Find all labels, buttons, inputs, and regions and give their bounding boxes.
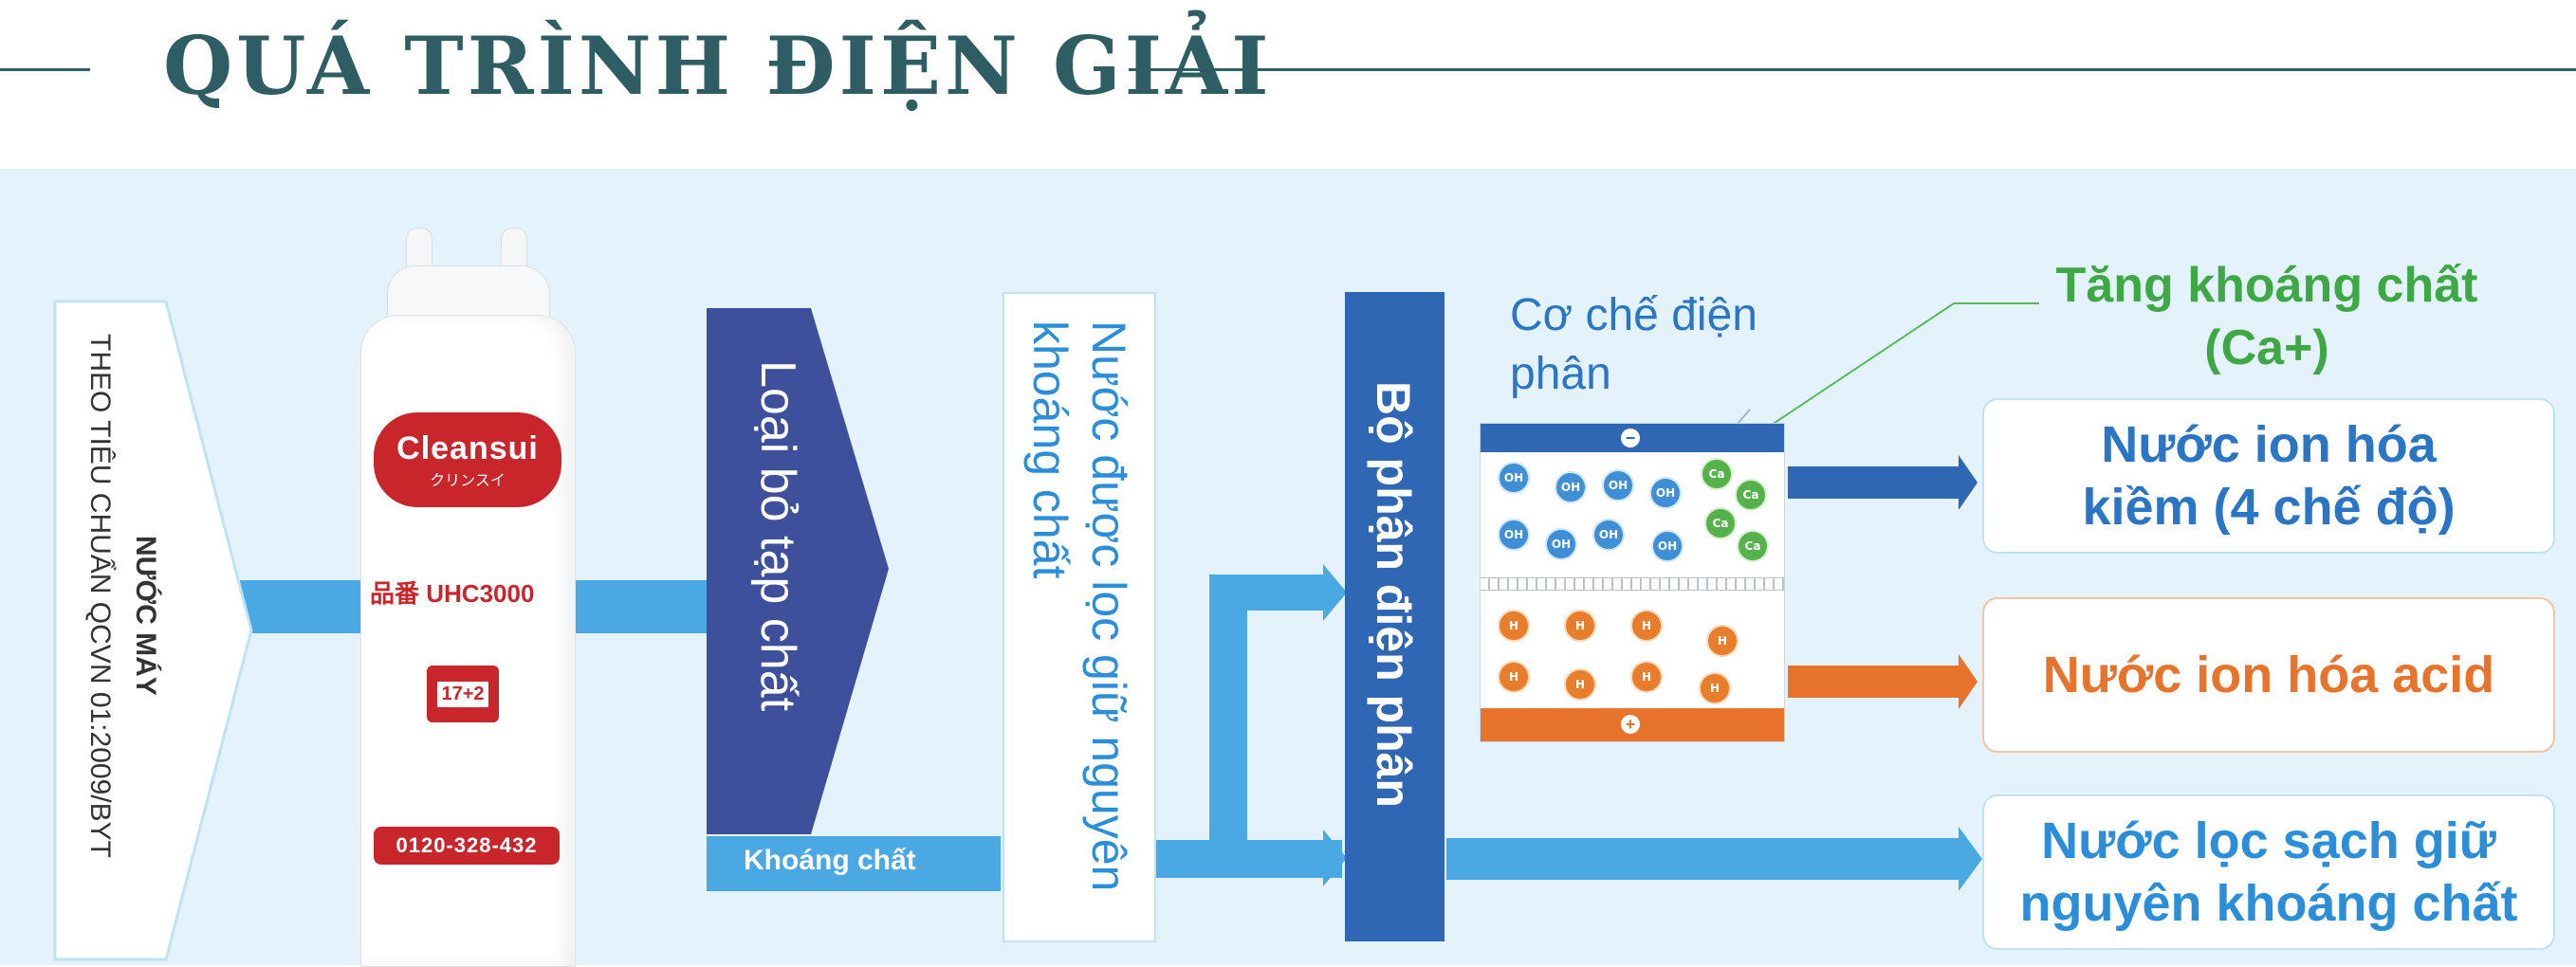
cartridge-phone: 0120-328-432 xyxy=(396,833,538,857)
callout-line xyxy=(1739,302,1955,447)
arrow-right-icon xyxy=(1323,830,1347,886)
cartridge-model: 品番 UHC3000 xyxy=(370,575,534,610)
output-filtered-label: Nước lọc sạch giữ nguyên khoáng chất xyxy=(2019,812,2518,932)
stage-filtered-label: Nước được lọc giữ nguyên khoáng chất xyxy=(1023,320,1135,892)
cartridge-phone-badge: 0120-328-432 xyxy=(374,827,560,865)
oh-ion-icon: OH xyxy=(1545,528,1577,560)
ca-ion-icon: Ca xyxy=(1701,458,1733,490)
oh-ion-icon: OH xyxy=(1555,471,1587,503)
cartridge-brand-jp: クリンスイ xyxy=(430,472,506,489)
h-ion-icon: H xyxy=(1630,610,1663,642)
cartridge-model-name: UHC3000 xyxy=(426,579,535,608)
header xyxy=(0,0,2576,169)
h-ion-icon: H xyxy=(1630,661,1663,693)
oh-ion-icon: OH xyxy=(1649,477,1682,509)
h-ion-icon: H xyxy=(1564,668,1596,701)
increase-minerals-label: Tăng khoáng chất (Ca+) xyxy=(2055,258,2478,375)
flow-pipe-mineral xyxy=(707,836,1001,891)
flow-pipe-bypass xyxy=(1152,840,1342,878)
cartridge-code-badge: 17+2 xyxy=(427,666,499,722)
h-ion-icon: H xyxy=(1498,661,1530,693)
ca-ion-icon: Ca xyxy=(1735,479,1767,511)
ca-ion-icon: Ca xyxy=(1737,530,1769,562)
mechanism-label: Cơ chế điện phân xyxy=(1510,290,1757,399)
output-filtered-box: Nước lọc sạch giữ nguyên khoáng chất xyxy=(1982,794,2555,950)
oh-ion-icon: OH xyxy=(1602,469,1634,502)
oh-ion-icon: OH xyxy=(1592,519,1625,551)
h-ion-icon: H xyxy=(1498,610,1530,642)
arrow-right-icon xyxy=(1323,564,1347,621)
electrolysis-unit xyxy=(1345,292,1444,941)
oh-ion-icon: OH xyxy=(1498,462,1530,494)
cartridge-code: 17+2 xyxy=(437,681,488,707)
h-ion-icon: H xyxy=(1564,610,1596,642)
membrane xyxy=(1481,577,1784,591)
arrow-right-icon xyxy=(1959,654,1978,709)
minus-sign-icon: − xyxy=(1621,429,1640,447)
tap-water-arrow xyxy=(53,300,253,961)
h-ion-icon: H xyxy=(1699,672,1731,704)
output-acid-label: Nước ion hóa acid xyxy=(2042,647,2495,703)
cartridge-brand-label: Cleansui クリンスイ xyxy=(374,412,561,507)
stage-remove-label: Loại bỏ tạp chất xyxy=(750,360,805,712)
remove-impurities-arrow xyxy=(707,308,889,834)
output-alkaline-box: Nước ion hóa kiềm (4 chế độ) xyxy=(1982,398,2555,554)
page-title: QUÁ TRÌNH ĐIỆN GIẢI xyxy=(163,19,1273,113)
plus-sign-icon: + xyxy=(1621,715,1640,734)
flow-pipe-acid xyxy=(1788,666,1959,698)
filter-cartridge: Cleansui クリンスイ 品番 UHC3000 17+2 0120-328-… xyxy=(360,228,576,967)
electrolysis-cell: − + OH OH OH OH OH OH OH OH Ca Ca Ca Ca … xyxy=(1480,423,1785,742)
tap-water-title: NƯỚC MÁY xyxy=(130,536,161,696)
arrow-right-icon xyxy=(1959,455,1978,510)
filtered-water-box xyxy=(1003,292,1156,942)
header-line-right xyxy=(1129,68,2576,71)
arrow-right-icon xyxy=(1959,827,1982,891)
ca-ion-icon: Ca xyxy=(1704,507,1737,539)
oh-ion-icon: OH xyxy=(1498,519,1530,551)
output-alkaline-label: Nước ion hóa kiềm (4 chế độ) xyxy=(2082,416,2456,536)
flow-pipe-riser xyxy=(1209,576,1247,861)
header-line-left xyxy=(0,68,90,71)
h-ion-icon: H xyxy=(1706,625,1739,657)
oh-ion-icon: OH xyxy=(1651,530,1684,562)
cartridge-model-prefix: 品番 xyxy=(370,579,420,608)
cartridge-brand: Cleansui xyxy=(396,429,539,466)
output-acid-box: Nước ion hóa acid xyxy=(1982,597,2555,753)
flow-pipe-top-branch xyxy=(1209,575,1323,611)
flow-pipe-alkaline xyxy=(1788,466,1959,499)
flow-pipe-filtered-out xyxy=(1446,838,1959,880)
mineral-label: Khoáng chất xyxy=(744,845,916,876)
tap-water-subtitle: THEO TIÊU CHUẨN QCVN 01:2009/BYT xyxy=(84,334,116,858)
electrolysis-unit-label: Bộ phận điện phân xyxy=(1367,381,1420,808)
